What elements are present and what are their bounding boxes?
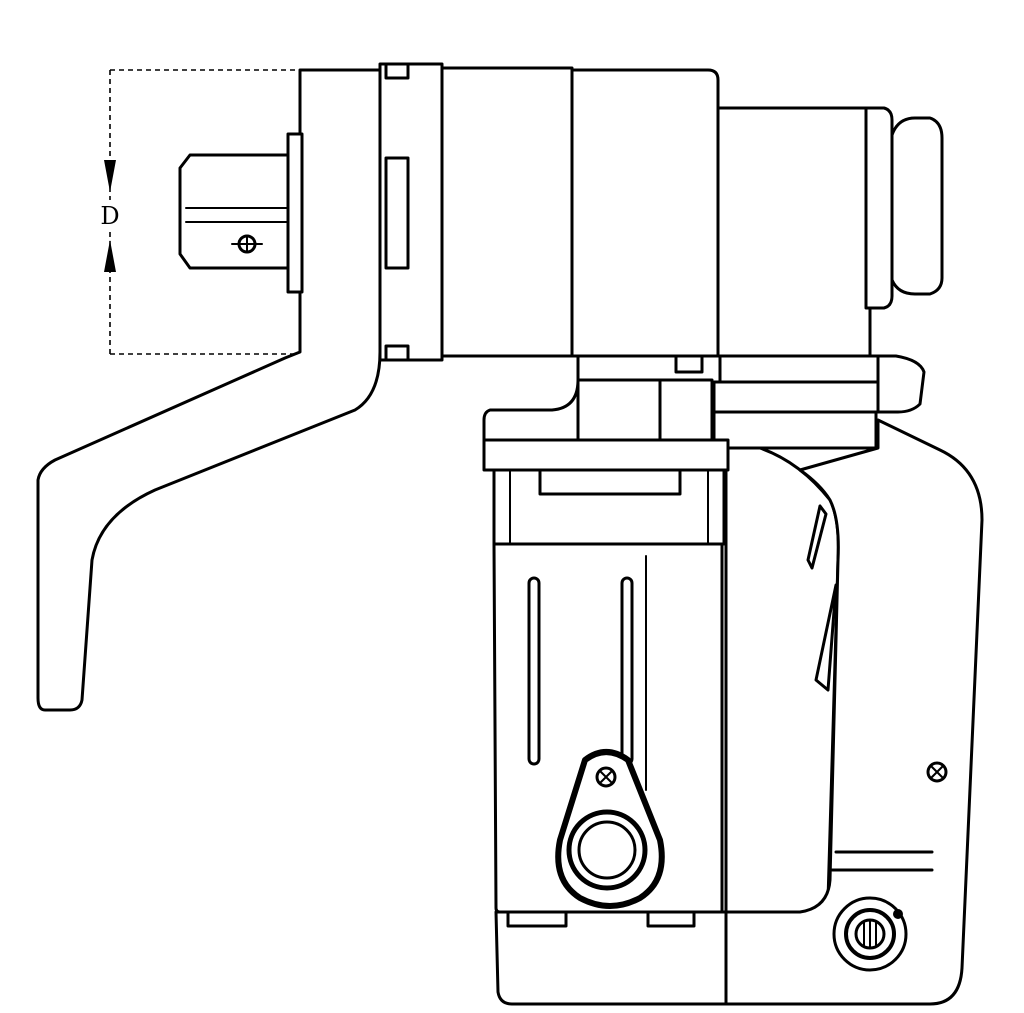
collar-inner — [538, 468, 682, 496]
ring-window — [384, 156, 410, 270]
drive-square — [178, 153, 290, 270]
trigger — [806, 504, 838, 692]
foot-tab-left — [506, 910, 568, 928]
motor-collar — [482, 438, 730, 546]
dimension-arrow-up — [104, 240, 116, 272]
nose-mid — [712, 380, 880, 414]
gearbox-base — [482, 354, 722, 442]
base-inner — [576, 378, 662, 442]
drive-pin-icon — [231, 234, 263, 254]
base-inner-right — [658, 378, 714, 442]
trigger-tip — [806, 504, 828, 570]
dimension-arrow-down — [104, 160, 116, 192]
nose-lower — [712, 410, 878, 450]
planetary-housing — [570, 68, 720, 358]
head-housing — [440, 66, 574, 358]
dimension-d: D — [98, 69, 298, 355]
motor-body — [716, 106, 872, 358]
reaction-arm — [36, 68, 382, 712]
ring-tab-bottom — [384, 344, 410, 362]
collar-plate — [482, 438, 730, 472]
screw-icon — [595, 766, 617, 788]
base-tab — [674, 354, 704, 374]
screw-icon — [926, 761, 948, 783]
drive-flange — [286, 132, 304, 294]
dimension-label-bg — [98, 200, 122, 230]
vent-slot-left — [527, 576, 541, 766]
trigger-lever — [814, 583, 838, 692]
nose-top — [716, 354, 926, 414]
vent-slot-right — [620, 576, 634, 766]
brush-cover — [890, 116, 944, 296]
tool-base — [494, 910, 728, 1006]
dial-knob-inner — [577, 820, 637, 880]
cable-gland-icon — [832, 896, 908, 972]
motor-cap — [864, 106, 894, 310]
square-drive — [178, 132, 304, 294]
base-foot — [494, 910, 728, 1006]
adjustment-dial — [555, 749, 665, 909]
handle-back — [724, 418, 984, 1006]
dimension-label: D — [100, 202, 119, 230]
gearbox-head — [378, 62, 720, 362]
motor-housing — [716, 106, 944, 358]
ring-tab-top — [384, 62, 410, 80]
foot-tab-right — [646, 910, 696, 928]
nose-housing — [712, 354, 926, 450]
